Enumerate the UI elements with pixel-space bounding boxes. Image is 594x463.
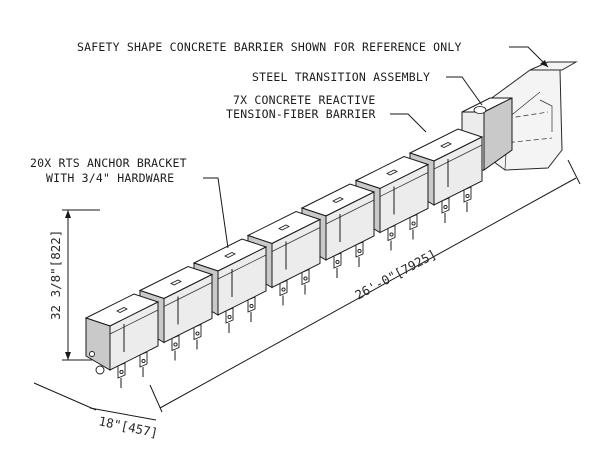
width-dimension: 18"[457] (97, 413, 159, 440)
segment-top-slot (278, 224, 290, 231)
anchor-bolt-hole (357, 248, 362, 254)
segment-cap-seam (379, 172, 429, 197)
height-dimension: 32 3/8"[822] (48, 230, 63, 320)
anchor-bolt-hole (411, 221, 416, 226)
anchor-bolt-hole (389, 232, 394, 237)
anchor-bolt-hole (119, 369, 124, 375)
segment-top-slot (440, 142, 452, 148)
anchor-bolt-hole (227, 314, 232, 320)
dimension-lines (33, 159, 581, 421)
segment-cap-seam (271, 227, 321, 252)
anchor-bolt-hole (281, 287, 286, 292)
anchor-bolt-hole (173, 342, 178, 347)
anchor-bracket-label-line2: WITH 3/4" HARDWARE (46, 171, 174, 185)
steel-transition-label: STEEL TRANSITION ASSEMBLY (252, 70, 430, 84)
anchor-bolt-hole (335, 259, 340, 265)
length-dimension: 26'-0"[7925] (352, 246, 439, 302)
callout-leaders (203, 46, 549, 249)
anchor-bolt-hole (443, 204, 448, 210)
safety-shape-label: SAFETY SHAPE CONCRETE BARRIER SHOWN FOR … (77, 40, 462, 54)
anchor-bolt-hole (303, 276, 308, 281)
segment-end-face (85, 317, 111, 371)
segment-cap-seam (163, 282, 213, 307)
segment-top-slot (224, 252, 236, 258)
segment-top-slot (170, 279, 182, 286)
barrier-segments (84, 128, 484, 388)
anchor-bolt-hole (195, 331, 200, 336)
segment-cap-seam (433, 144, 483, 170)
segment-top-slot (386, 169, 398, 176)
segment-cap-seam (217, 254, 267, 280)
barrier-segment (84, 293, 160, 388)
concrete-barrier-label-line1: 7X CONCRETE REACTIVE (233, 93, 375, 107)
segment-cap-seam (325, 199, 375, 225)
anchor-bolt-hole (141, 358, 146, 364)
end-joint-pin (95, 365, 105, 375)
segment-top-slot (332, 197, 344, 203)
end-joint-pin (89, 351, 95, 357)
concrete-barrier-label-line2: TENSION-FIBER BARRIER (226, 107, 376, 121)
segment-cap-seam (109, 309, 159, 335)
anchor-bracket-label-line1: 20X RTS ANCHOR BRACKET (30, 156, 187, 170)
segment-top-slot (116, 307, 128, 313)
end-joint (89, 351, 105, 375)
anchor-bolt-hole (465, 193, 470, 199)
anchor-bolt-hole (249, 303, 254, 309)
